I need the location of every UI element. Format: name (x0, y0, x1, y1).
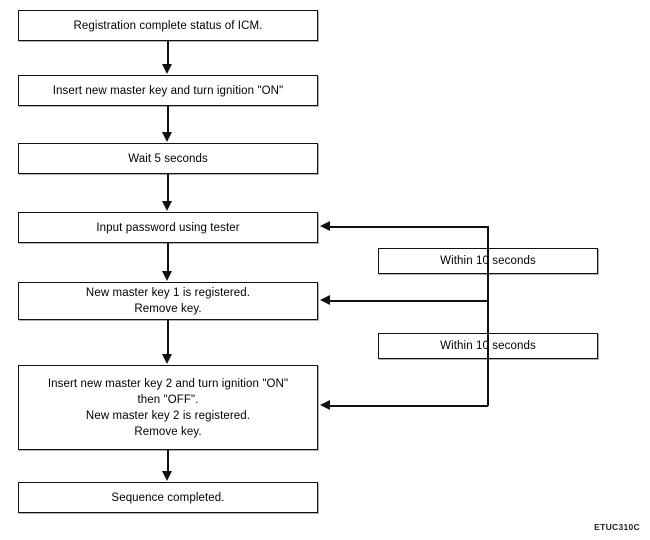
arrowhead-timing-to-step4 (320, 220, 330, 231)
arrowhead-step1-step2 (162, 64, 173, 74)
flow-node-text: then "OFF". (137, 393, 199, 406)
flow-node-step-2: Insert new master key and turn ignition … (18, 75, 318, 106)
arrowhead-timing-to-step6 (320, 399, 330, 410)
flow-node-step-1: Registration complete status of ICM. (18, 10, 318, 41)
flow-node-text: Sequence completed. (111, 491, 225, 504)
flow-node-text: New master key 1 is registered. (85, 287, 251, 299)
connector-timing-to-step6 (330, 405, 488, 407)
flow-node-text: Wait 5 seconds (128, 152, 208, 165)
flow-node-text: Registration complete status of ICM. (73, 19, 263, 32)
figure-code-label: ETUC310C (594, 522, 640, 532)
arrowhead-timing-to-step5 (320, 294, 330, 305)
flow-node-text: New master key 2 is registered. (85, 409, 251, 422)
arrowhead-step2-step3 (162, 132, 173, 142)
flow-node-text: Remove key. (134, 303, 202, 315)
flow-node-step-4: Input password using tester (18, 212, 318, 243)
flow-node-text: Remove key. (134, 425, 202, 438)
connector-step4-step5 (167, 243, 169, 272)
flow-node-text: Insert new master key 2 and turn ignitio… (47, 377, 289, 390)
arrowhead-step4-step5 (162, 271, 173, 281)
arrowhead-step5-step6 (162, 354, 173, 364)
connector-step3-step4 (167, 174, 169, 202)
connector-step5-step6 (167, 320, 169, 355)
connector-step6-step7 (167, 450, 169, 472)
flow-node-text: Input password using tester (96, 221, 240, 234)
arrowhead-step6-step7 (162, 471, 173, 481)
connector-timing-to-step5 (330, 300, 488, 302)
connector-step2-step3 (167, 106, 169, 133)
connector-step1-step2 (167, 41, 169, 65)
flow-node-step-6: Insert new master key 2 and turn ignitio… (18, 365, 318, 450)
connector-timing-bus (487, 226, 489, 406)
flow-node-step-7: Sequence completed. (18, 482, 318, 513)
arrowhead-step3-step4 (162, 201, 173, 211)
flow-node-step-3: Wait 5 seconds (18, 143, 318, 174)
connector-timing-to-step4 (330, 226, 488, 228)
flow-node-text: Insert new master key and turn ignition … (52, 84, 284, 97)
flow-node-step-5: New master key 1 is registered. Remove k… (18, 282, 318, 320)
